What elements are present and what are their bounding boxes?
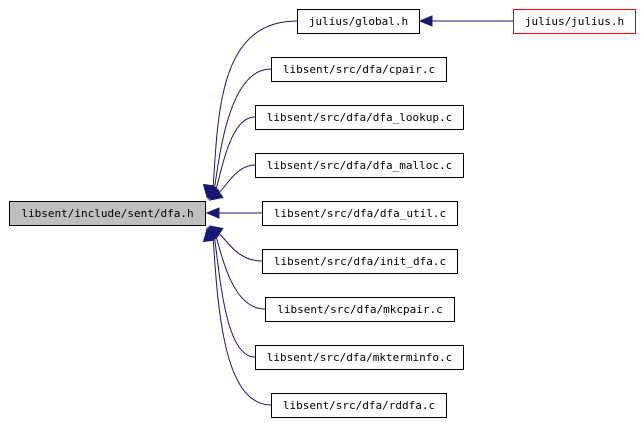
nodes-layer: libsent/include/sent/dfa.h julius/global.… (9, 9, 636, 418)
node-global-h[interactable]: julius/global.h (297, 9, 420, 34)
node-dfa-lookup-c[interactable]: libsent/src/dfa/dfa_lookup.c (255, 105, 464, 130)
node-box (513, 9, 636, 34)
edge-cpair_c-to-dfa_h (205, 68, 272, 200)
node-dfa-util-c[interactable]: libsent/src/dfa/dfa_util.c (262, 201, 458, 226)
node-label: libsent/src/dfa/mkcpair.c (277, 303, 443, 316)
edges-layer (202, 15, 513, 406)
node-label: julius/julius.h (525, 15, 624, 28)
edge-line (213, 68, 272, 193)
node-label: libsent/src/dfa/init_dfa.c (274, 255, 446, 268)
node-label: libsent/src/dfa/dfa_lookup.c (267, 111, 452, 124)
edge-line (212, 235, 272, 406)
edge-line (215, 230, 263, 262)
node-label: libsent/src/dfa/dfa_malloc.c (267, 159, 452, 172)
node-mkterminfo-c[interactable]: libsent/src/dfa/mkterminfo.c (255, 345, 464, 370)
node-box (255, 105, 464, 130)
node-box (265, 297, 455, 322)
node-dfa-h: libsent/include/sent/dfa.h (9, 201, 206, 226)
node-label: libsent/include/sent/dfa.h (21, 207, 193, 220)
node-cpair-c[interactable]: libsent/src/dfa/cpair.c (271, 57, 447, 82)
node-label: libsent/src/dfa/rddfa.c (283, 399, 435, 412)
edge-rddfa_c-to-dfa_h (202, 227, 272, 406)
node-box (9, 201, 206, 226)
arrowhead-icon (202, 227, 215, 243)
node-box (262, 249, 458, 274)
arrowhead-icon (418, 15, 433, 27)
edge-dfa_lookup_c-to-dfa_h (208, 116, 256, 201)
node-label: libsent/src/dfa/dfa_util.c (274, 207, 446, 220)
arrowhead-icon (208, 188, 224, 201)
node-box (255, 345, 464, 370)
node-box (297, 9, 420, 34)
node-box (255, 153, 464, 178)
node-box (271, 57, 447, 82)
node-rddfa-c[interactable]: libsent/src/dfa/rddfa.c (271, 393, 447, 418)
edge-line (213, 233, 256, 358)
node-julius-h[interactable]: julius/julius.h (513, 9, 636, 34)
edge-line (215, 164, 256, 196)
node-box (271, 393, 447, 418)
edge-line (214, 116, 256, 194)
edge-line (214, 232, 266, 310)
node-dfa-malloc-c[interactable]: libsent/src/dfa/dfa_malloc.c (255, 153, 464, 178)
node-label: libsent/src/dfa/mkterminfo.c (267, 351, 452, 364)
arrowhead-icon (205, 207, 220, 219)
edge-dfa_util_c-to-dfa_h (205, 207, 262, 219)
edge-julius_h-to-global_h (418, 15, 513, 27)
node-box (262, 201, 458, 226)
edge-line (212, 20, 298, 191)
edge-dfa_malloc_c-to-dfa_h (208, 164, 256, 201)
node-mkcpair-c[interactable]: libsent/src/dfa/mkcpair.c (265, 297, 455, 322)
node-label: julius/global.h (309, 15, 408, 28)
node-label: libsent/src/dfa/cpair.c (283, 63, 435, 76)
node-init-dfa-c[interactable]: libsent/src/dfa/init_dfa.c (262, 249, 458, 274)
